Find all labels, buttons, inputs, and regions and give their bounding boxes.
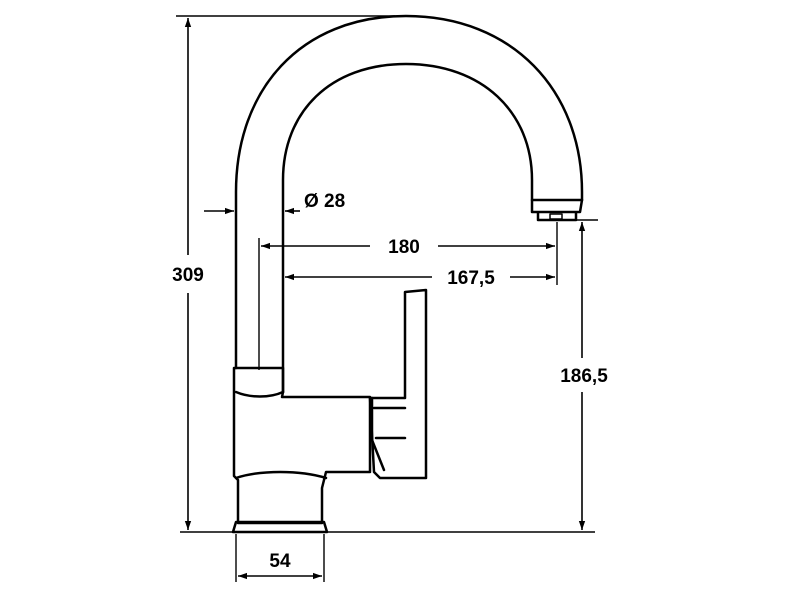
label-base-width: 54 <box>269 551 291 572</box>
lever-joint <box>370 396 407 472</box>
spout-inner-curve <box>281 62 534 394</box>
label-outlet-height: 186,5 <box>560 366 608 387</box>
label-reach-180: 180 <box>388 237 420 258</box>
spout-outer-curve <box>234 14 584 370</box>
collar-seam-bottom <box>234 470 328 480</box>
label-reach-167: 167,5 <box>447 268 495 289</box>
faucet-outline <box>231 14 584 534</box>
aerator <box>549 213 563 220</box>
lever-handle <box>368 288 428 480</box>
collar-seam-top <box>234 390 285 398</box>
extension-lines <box>176 15 598 582</box>
label-spout-diameter: Ø 28 <box>304 191 345 212</box>
dimension-lines <box>184 18 586 580</box>
label-total-height: 309 <box>172 265 204 286</box>
spout-outlet <box>530 198 584 222</box>
faucet-body <box>232 366 372 525</box>
